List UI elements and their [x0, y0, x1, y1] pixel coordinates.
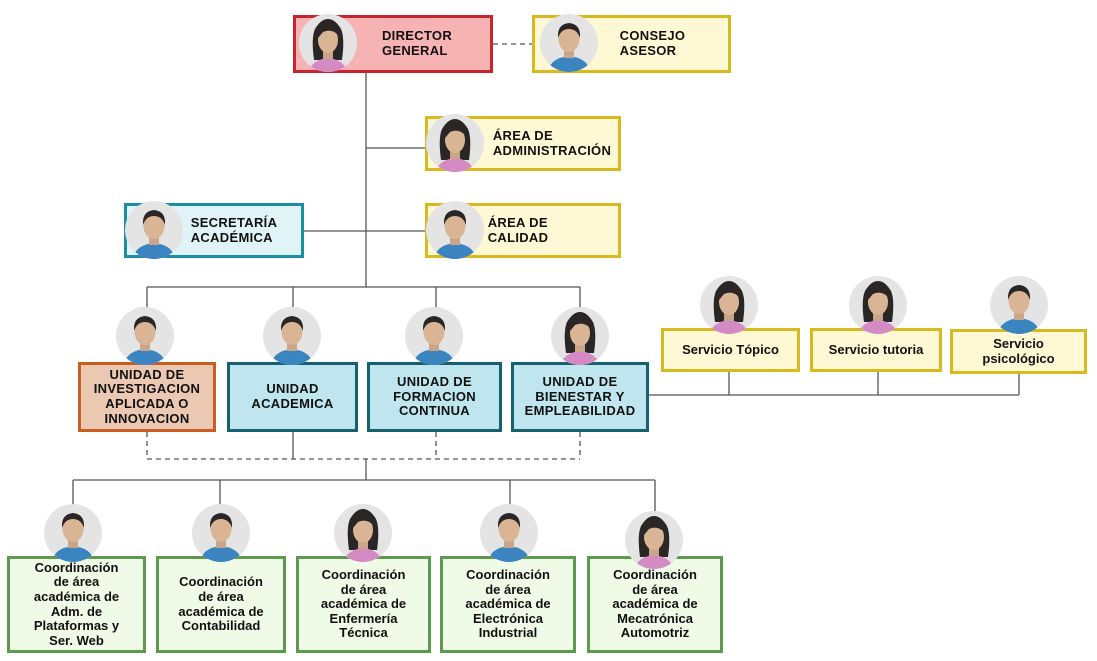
coord-enfermeria-box: Coordinación de área académica de Enferm…: [296, 556, 431, 653]
coord-contabilidad-avatar-icon: [192, 504, 250, 562]
area-administracion-label: ÁREA DE ADMINISTRACIÓN: [492, 127, 612, 158]
director-avatar-icon: [299, 14, 357, 72]
secretaria-avatar-icon: [125, 201, 183, 259]
coord-electronica-avatar-icon: [480, 504, 538, 562]
servicio-tutoria-label: Servicio tutoria: [828, 341, 924, 357]
coord-enfermeria-label: Coordinación de área académica de Enferm…: [320, 567, 407, 641]
servicio-tutoria-box: Servicio tutoria: [810, 328, 942, 372]
investigacion-avatar-icon: [116, 307, 174, 365]
consejo-asesor-label: CONSEJO ASESOR: [619, 28, 686, 58]
coord-electronica-box: Coordinación de área académica de Electr…: [440, 556, 576, 653]
unidad-bienestar-label: UNIDAD DE BIENESTAR Y EMPLEABILIDAD: [524, 374, 636, 419]
unidad-investigacion-box: UNIDAD DE INVESTIGACION APLICADA O INNOV…: [78, 362, 216, 432]
coord-electronica-label: Coordinación de área académica de Electr…: [465, 567, 551, 641]
coord-mecatronica-label: Coordinación de área académica de Mecatr…: [612, 567, 698, 641]
unidad-academica-box: UNIDAD ACADEMICA: [227, 362, 358, 432]
director-general-label: DIRECTOR GENERAL: [381, 28, 453, 58]
unidad-formacion-box: UNIDAD DE FORMACION CONTINUA: [367, 362, 502, 432]
coord-enfermeria-avatar-icon: [334, 504, 392, 562]
calidad-avatar-icon: [426, 201, 484, 259]
administracion-avatar-icon: [426, 114, 484, 172]
coord-mecatronica-avatar-icon: [625, 511, 683, 569]
coord-plataformas-avatar-icon: [44, 504, 102, 562]
coord-contabilidad-box: Coordinación de área académica de Contab…: [156, 556, 286, 653]
psicologico-avatar-icon: [990, 276, 1048, 334]
topico-avatar-icon: [700, 276, 758, 334]
coord-mecatronica-box: Coordinación de área académica de Mecatr…: [587, 556, 723, 653]
tutoria-avatar-icon: [849, 276, 907, 334]
unidad-formacion-label: UNIDAD DE FORMACION CONTINUA: [393, 374, 476, 419]
coord-contabilidad-label: Coordinación de área académica de Contab…: [178, 574, 264, 634]
academica-avatar-icon: [263, 307, 321, 365]
coord-plataformas-web-label: Coordinación de área académica de Adm. d…: [33, 559, 120, 648]
bienestar-avatar-icon: [551, 307, 609, 365]
secretaria-academica-label: SECRETARÍA ACADÉMICA: [190, 214, 278, 245]
unidad-investigacion-label: UNIDAD DE INVESTIGACION APLICADA O INNOV…: [93, 366, 201, 426]
consejo-avatar-icon: [540, 14, 598, 72]
servicio-psicologico-box: Servicio psicológico: [950, 329, 1087, 374]
area-calidad-label: ÁREA DE CALIDAD: [487, 214, 549, 245]
formacion-avatar-icon: [405, 307, 463, 365]
coord-plataformas-web-box: Coordinación de área académica de Adm. d…: [7, 556, 146, 653]
servicio-topico-box: Servicio Tópico: [661, 328, 800, 372]
servicio-topico-label: Servicio Tópico: [682, 341, 779, 357]
servicio-psicologico-label: Servicio psicológico: [982, 335, 1055, 366]
unidad-academica-label: UNIDAD ACADEMICA: [251, 381, 334, 411]
unidad-bienestar-box: UNIDAD DE BIENESTAR Y EMPLEABILIDAD: [511, 362, 649, 432]
